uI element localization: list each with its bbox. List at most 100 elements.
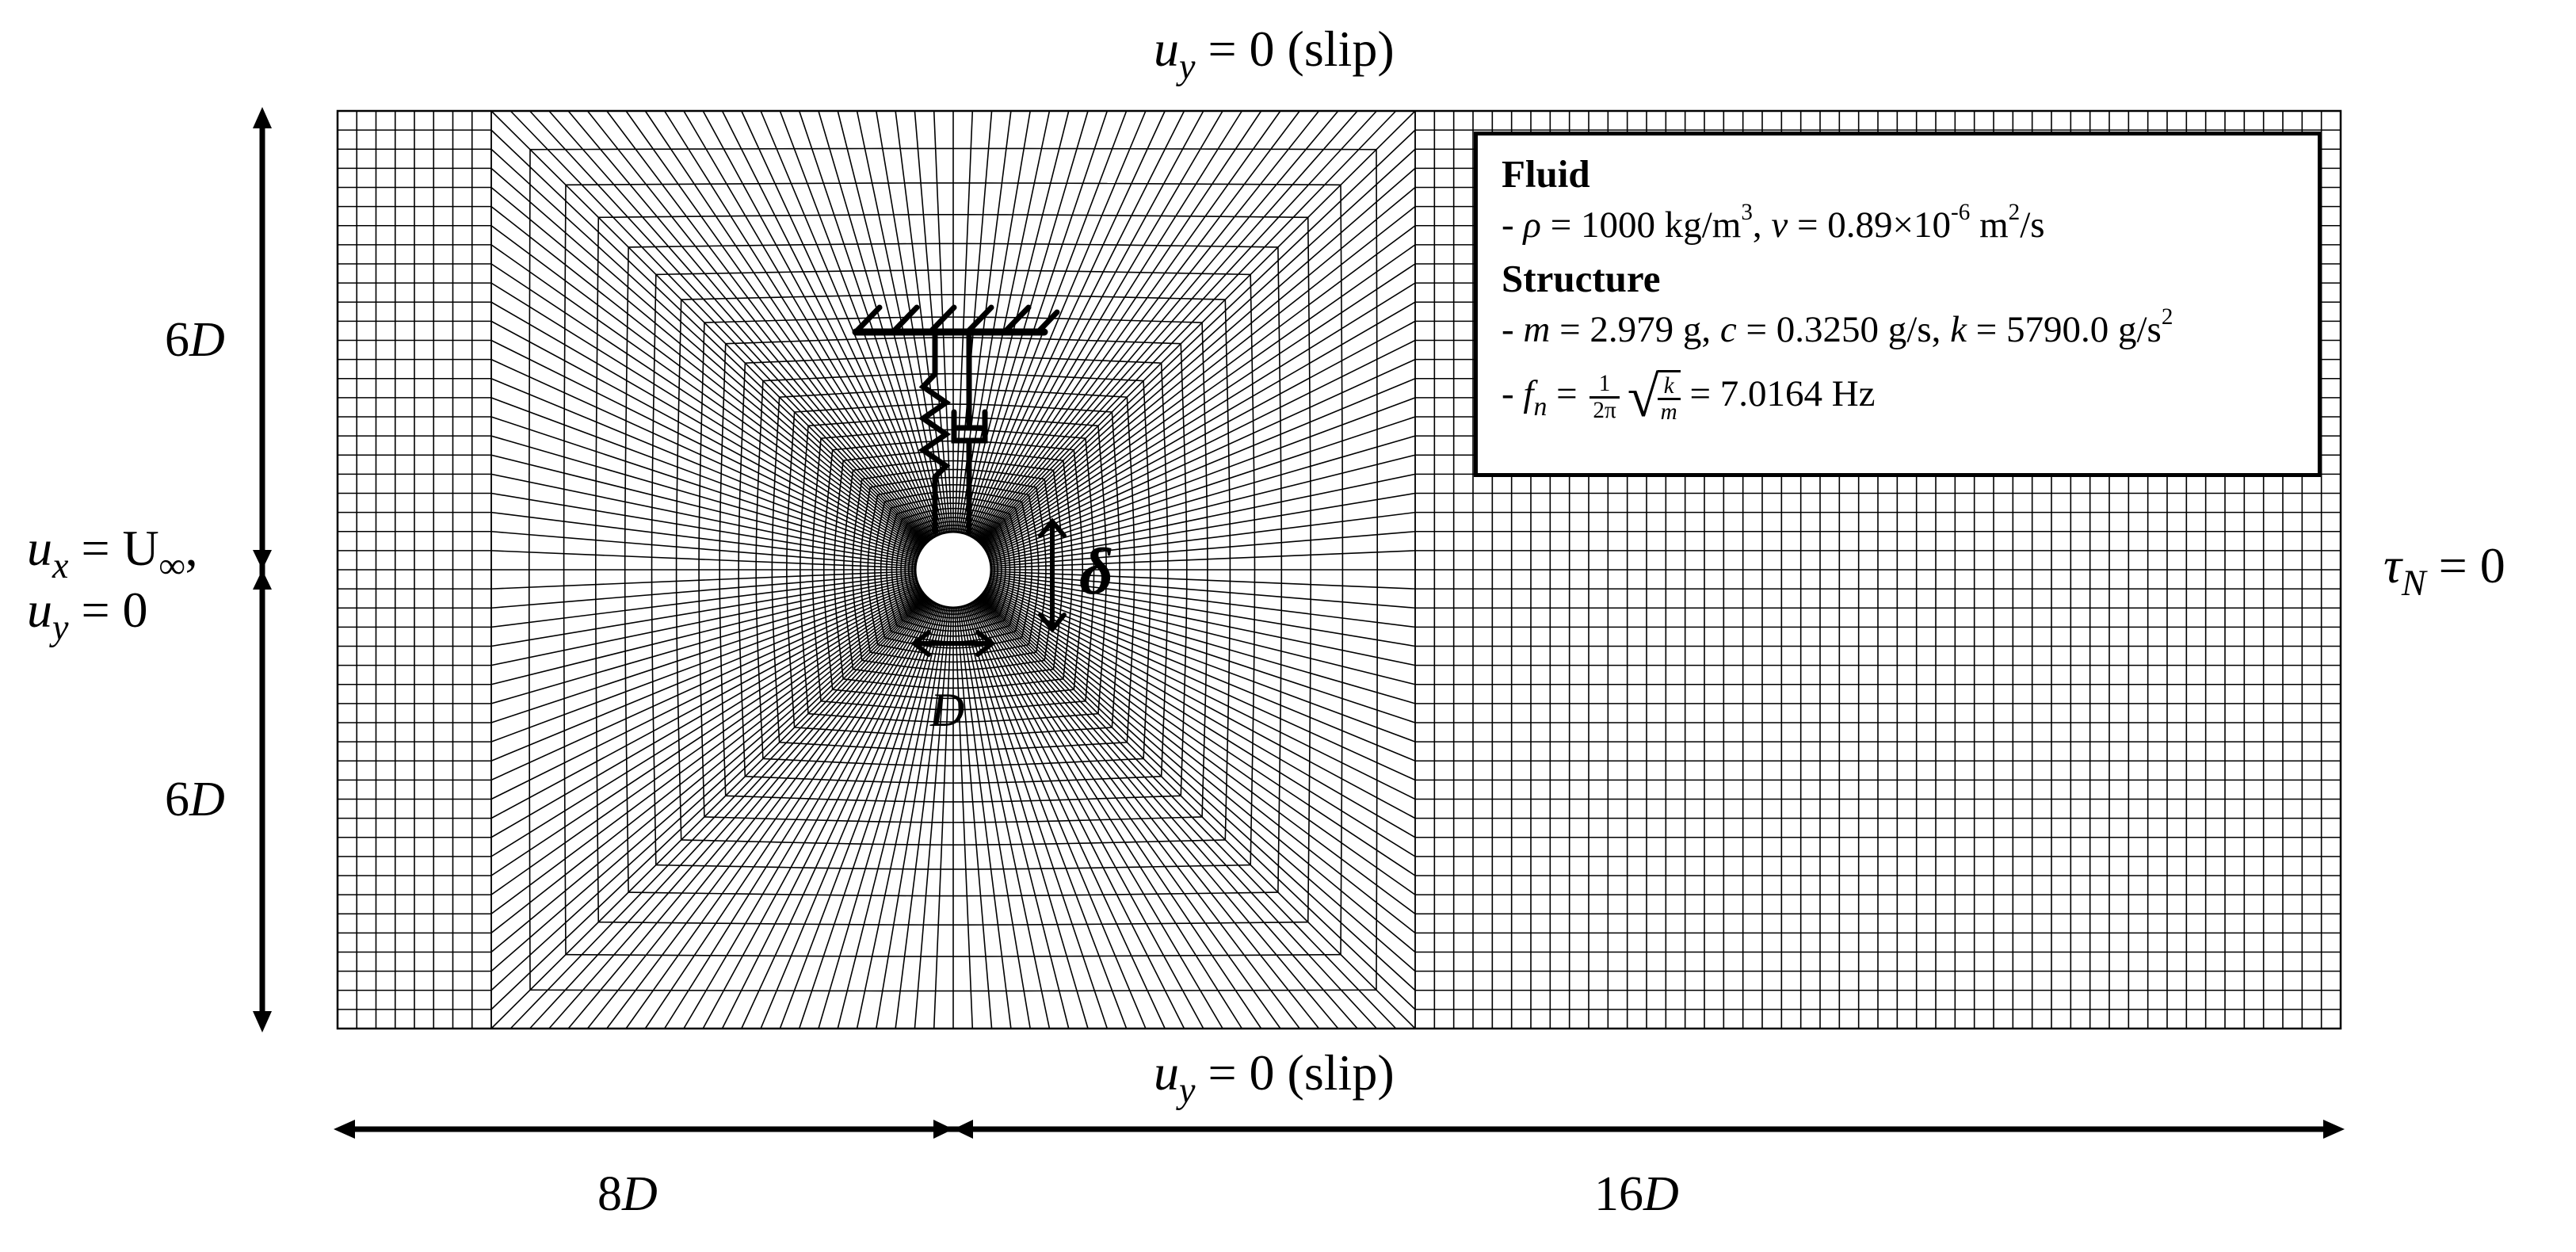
mesh-line — [891, 498, 895, 501]
mesh-line — [930, 617, 933, 620]
mesh-line — [1055, 485, 1057, 490]
mesh-line — [906, 649, 910, 651]
mesh-line — [1049, 746, 1057, 748]
mesh-line — [998, 551, 1000, 553]
mesh-line — [876, 601, 879, 605]
mesh-line — [971, 618, 975, 620]
mesh-line — [1008, 655, 1012, 658]
mesh-line — [1065, 649, 1067, 655]
mesh-line — [896, 532, 899, 536]
mesh-line — [1042, 457, 1047, 460]
mesh-line — [1078, 632, 1081, 638]
mesh-line — [1016, 693, 1022, 697]
mesh-line — [874, 628, 876, 632]
mesh-line — [888, 513, 891, 517]
mesh-line — [625, 600, 932, 1029]
mesh-line — [1038, 670, 1043, 672]
mesh-line — [1004, 481, 1009, 483]
mesh-line — [1022, 718, 1028, 720]
mesh-line — [918, 592, 920, 594]
mesh-line — [975, 534, 979, 536]
mesh-line — [912, 520, 915, 523]
mesh-line — [1002, 517, 1005, 520]
mesh-line — [969, 110, 1185, 536]
mesh-line — [896, 512, 899, 515]
mesh-line — [985, 602, 987, 605]
mesh-line — [998, 641, 1002, 643]
mesh-line — [857, 636, 860, 640]
mesh-line — [990, 576, 1416, 666]
mesh-line — [1048, 730, 1055, 733]
mesh-line — [1049, 468, 1054, 471]
mesh-line — [903, 648, 906, 651]
mesh-line — [994, 529, 997, 532]
mesh-line — [1128, 693, 1131, 701]
mesh-line — [900, 695, 906, 697]
mesh-line — [876, 540, 878, 545]
mesh-line — [874, 505, 876, 509]
mesh-line — [864, 660, 869, 662]
mesh-line — [991, 520, 994, 523]
mesh-line — [1007, 531, 1009, 533]
mesh-line — [910, 597, 913, 600]
mesh-line — [1002, 534, 1005, 536]
mesh-line — [990, 526, 993, 529]
mesh-line — [980, 537, 983, 540]
mesh-line — [887, 548, 889, 552]
mesh-line — [548, 597, 929, 1029]
mesh-line — [974, 498, 977, 501]
mesh-line — [979, 536, 981, 538]
mesh-line — [1101, 483, 1104, 490]
mesh-line — [846, 626, 849, 631]
mesh-line — [1005, 543, 1008, 546]
mesh-line — [820, 437, 826, 439]
mesh-line — [983, 614, 987, 616]
mesh-line — [1014, 483, 1018, 485]
mesh-line — [875, 662, 880, 664]
mesh-line — [1098, 691, 1101, 697]
mesh-line — [1099, 410, 1106, 413]
mesh-line — [1068, 622, 1070, 628]
mesh-line — [1077, 492, 1079, 498]
mesh-line — [912, 666, 917, 669]
mesh-line — [911, 600, 914, 602]
mesh-line — [916, 470, 921, 472]
mesh-line — [1050, 690, 1055, 693]
mesh-line — [490, 589, 922, 857]
mesh-line — [1035, 731, 1042, 734]
mesh-line — [1002, 472, 1006, 475]
mesh-line — [509, 110, 928, 544]
mesh-line — [800, 410, 807, 413]
mesh-line — [932, 605, 934, 607]
mesh-line — [1048, 628, 1050, 633]
mesh-line — [815, 485, 818, 491]
mesh-line — [1007, 586, 1009, 589]
mesh-line — [988, 378, 1416, 556]
mesh-line — [1020, 645, 1024, 647]
mesh-line — [977, 621, 980, 624]
mesh-line — [996, 532, 998, 536]
mesh-line — [975, 645, 979, 647]
mesh-line — [925, 531, 927, 534]
mesh-line — [940, 529, 942, 532]
mesh-line — [998, 552, 1001, 555]
mesh-line — [1101, 477, 1104, 483]
mesh-line — [964, 605, 1109, 1029]
mesh-line — [1009, 624, 1011, 626]
mesh-line — [1128, 700, 1131, 708]
mesh-line — [1020, 492, 1024, 494]
mesh-line — [1021, 601, 1024, 605]
mesh-line — [880, 620, 883, 624]
mesh-line — [1047, 632, 1050, 637]
mesh-line — [979, 516, 983, 519]
mesh-line — [830, 436, 837, 438]
mesh-line — [895, 600, 898, 603]
mesh-line — [975, 599, 1300, 1029]
mesh-line — [924, 626, 927, 628]
mesh-line — [900, 599, 903, 602]
mesh-line — [815, 648, 818, 655]
mesh-line — [906, 551, 909, 553]
mesh-line — [904, 641, 908, 643]
mesh-line — [1025, 612, 1028, 616]
mesh-line — [490, 579, 918, 704]
